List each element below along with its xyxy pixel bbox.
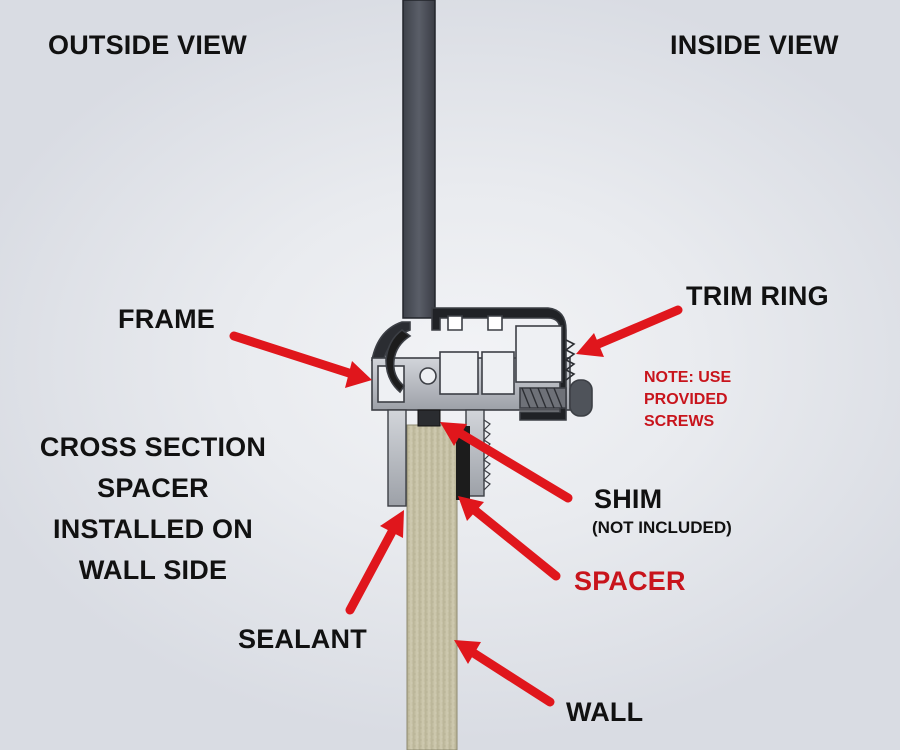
sealant-label: SEALANT [238,624,367,654]
note-text: NOTE: USE PROVIDED SCREWS [644,367,731,433]
shim-note-label: (NOT INCLUDED) [592,518,732,537]
glass-pane [402,0,436,319]
arrow-shim [440,422,573,503]
arrow-frame [229,331,372,388]
arrows [229,305,683,707]
note-line-2: PROVIDED [644,391,728,408]
frame-profile [370,307,593,421]
note-line-3: SCREWS [644,413,715,430]
inside-view-label: INSIDE VIEW [670,30,839,60]
arrow-sealant [345,510,404,615]
cross-section-line-2: SPACER [97,473,209,503]
cross-section-line-4: WALL SIDE [78,555,228,585]
cross-section-note: CROSS SECTION SPACER INSTALLED ON WALL S… [20,427,286,591]
cross-section-line-3: INSTALLED ON [53,514,253,544]
wall-shape [406,424,458,750]
wall-label: WALL [566,697,644,727]
cross-section-line-1: CROSS SECTION [39,432,267,462]
spacer-label: SPACER [574,566,686,596]
arrow-wall [454,640,555,707]
arrow-trim-ring [576,305,683,357]
trim-ring-label: TRIM RING [686,281,829,311]
outside-view-label: OUTSIDE VIEW [48,30,247,60]
shim-label: SHIM [594,484,663,514]
arrow-spacer [458,496,561,581]
frame-label: FRAME [118,304,215,334]
note-line-1: NOTE: USE [644,369,732,386]
